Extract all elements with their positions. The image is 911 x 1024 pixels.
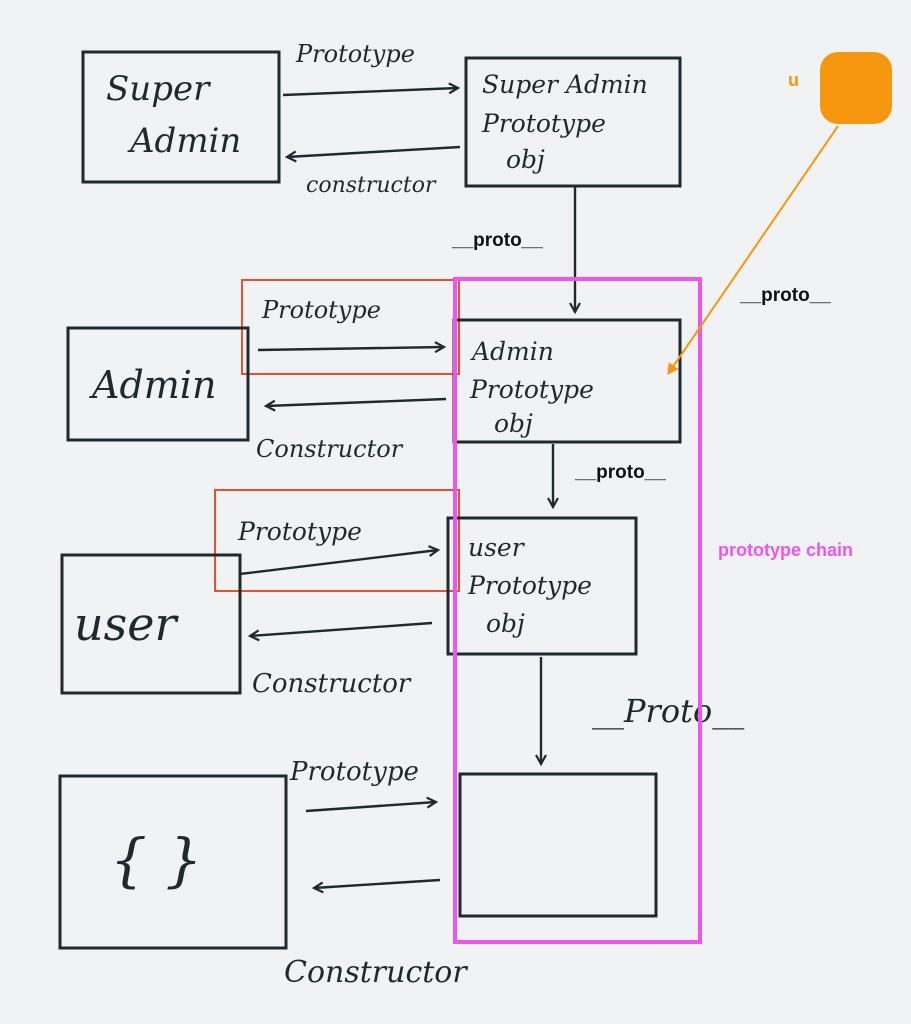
user-constructor-arrow xyxy=(250,621,433,636)
super-admin-prototype-arrow xyxy=(282,88,458,97)
super-admin-constructor-arrow-label: constructor xyxy=(306,173,437,198)
object-constructor-arrow xyxy=(314,878,441,888)
admin-constructor-box xyxy=(66,326,250,442)
super-admin-prototype-arrow-label: Prototype xyxy=(295,40,415,68)
proto-label-1: __proto__ xyxy=(451,230,543,251)
super-admin-prototype-obj-label: Super Admin Prototype obj xyxy=(481,70,656,174)
user-constructor-box xyxy=(60,553,242,695)
object-constructor-box xyxy=(58,774,288,950)
object-constructor-label: { } xyxy=(110,826,202,894)
user-prototype-obj-box xyxy=(446,516,638,656)
admin-prototype-obj-label: Admin Prototype obj xyxy=(469,337,602,438)
admin-constructor-arrow xyxy=(266,397,447,406)
instance-u-label: u xyxy=(788,70,799,90)
object-prototype-obj-box xyxy=(458,772,658,918)
proto-label-3: __Proto__ xyxy=(592,692,744,730)
user-prototype-highlight xyxy=(214,489,460,592)
super-admin-prototype-obj-box xyxy=(464,56,682,188)
proto-label-2: __proto__ xyxy=(574,462,666,483)
instance-proto-arrow xyxy=(667,125,839,375)
admin-prototype-highlight xyxy=(241,279,460,375)
user-constructor-label: user xyxy=(74,597,179,651)
super-admin-constructor-label: Super Admin xyxy=(106,69,241,161)
super-admin-constructor-arrow xyxy=(287,145,461,157)
admin-constructor-arrow-label: Constructor xyxy=(256,435,404,463)
object-prototype-arrow-label: Prototype xyxy=(289,757,419,787)
prototype-chain-box xyxy=(453,277,702,944)
instance-u-node xyxy=(820,52,892,124)
instance-proto-label: __proto__ xyxy=(739,285,831,306)
super-admin-constructor-box xyxy=(81,50,281,184)
prototype-chain-label: prototype chain xyxy=(718,540,853,560)
user-constructor-arrow-label: Constructor xyxy=(252,669,412,699)
admin-constructor-label: Admin xyxy=(89,363,216,407)
user-prototype-arrow xyxy=(239,550,438,576)
admin-prototype-arrow-label: Prototype xyxy=(261,296,381,324)
object-constructor-arrow-label: Constructor xyxy=(284,955,468,990)
admin-prototype-arrow xyxy=(257,347,444,350)
object-prototype-arrow xyxy=(305,802,436,813)
user-prototype-arrow-label: Prototype xyxy=(237,517,362,546)
user-prototype-obj-label: user Prototype obj xyxy=(467,533,600,638)
